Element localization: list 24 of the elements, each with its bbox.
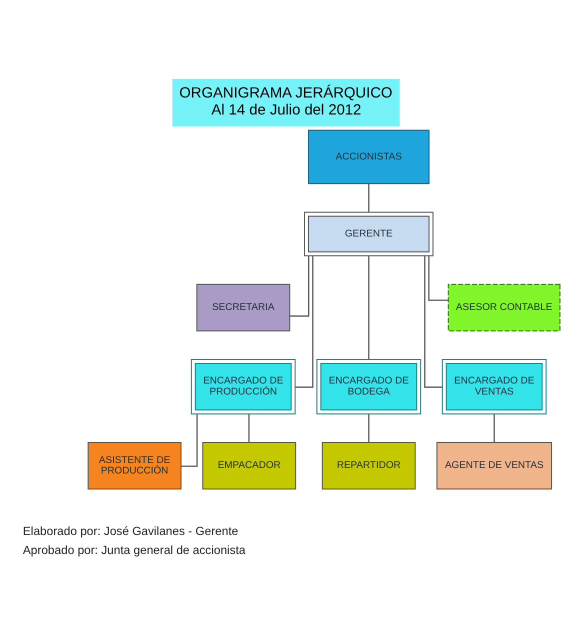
node-box: ASESOR CONTABLE: [448, 284, 560, 332]
connector: [368, 414, 370, 442]
node-box: ACCIONISTAS: [308, 130, 430, 184]
connector: [368, 184, 370, 212]
node-box: SECRETARIA: [196, 284, 290, 332]
node-box: REPARTIDOR: [322, 442, 416, 490]
label: Elaborado por: José Gavilanes - Gerente: [22, 524, 238, 538]
connector: [290, 256, 310, 317]
node-box: EMPACADOR: [202, 442, 296, 490]
node-box: AGENTE DE VENTAS: [436, 442, 552, 490]
node-box: GERENTE: [304, 212, 434, 256]
label: Aprobado por: Junta general de accionista: [22, 542, 246, 557]
connector: [428, 256, 448, 301]
connector: [494, 414, 495, 442]
node-box: ENCARGADO DE BODEGA: [316, 359, 422, 414]
node-box: ENCARGADO DE PRODUCCIÓN: [190, 359, 296, 414]
connector: [424, 256, 442, 388]
diagram-title: ORGANIGRAMA JERÁRQUICO Al 14 de Julio del 2012: [179, 86, 392, 118]
connector: [248, 414, 250, 442]
connector: [295, 256, 314, 388]
node-box: ASISTENTE DE PRODUCCIÓN: [88, 442, 182, 490]
connector: [181, 414, 198, 467]
node-box: ENCARGADO DE VENTAS: [442, 359, 547, 414]
connector: [368, 256, 370, 360]
